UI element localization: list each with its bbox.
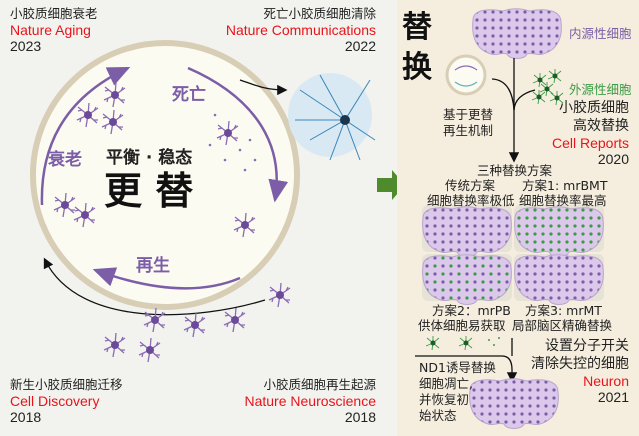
switch-line: 清除失控的细胞 <box>531 356 629 372</box>
stage-regen: 再生 <box>136 256 170 276</box>
exogenous-label: 外源性细胞 <box>569 82 632 97</box>
origin-title: 小胶质细胞再生起源 <box>263 377 376 392</box>
scheme-name: 方案3: mrMT <box>525 303 602 318</box>
scheme-desc: 细胞替换率极低 <box>427 193 515 208</box>
death-year: 2022 <box>344 38 376 54</box>
restored-brain <box>469 378 559 429</box>
scheme-desc: 细胞替换率最高 <box>519 193 607 208</box>
arrow-aging-to-death <box>40 66 131 206</box>
endogenous-label: 内源性细胞 <box>569 26 632 41</box>
switch-line: 设置分子开关 <box>545 338 629 354</box>
brain-traditional <box>422 206 512 257</box>
mechanism-line: 再生机制 <box>443 123 494 138</box>
scheme-name: 方案1: mrBMT <box>522 178 608 193</box>
title-char-2: 换 <box>402 50 432 85</box>
replacement-line: 小胶质细胞 <box>559 100 629 116</box>
cycle-subtitle: 平衡 · 稳态 <box>106 148 193 168</box>
nd1-line: 始状态 <box>419 408 457 423</box>
scheme-desc: 供体细胞易获取 <box>418 318 506 333</box>
death-journal: Nature Communications <box>225 22 376 38</box>
switch-year: 2021 <box>597 389 629 405</box>
mechanism-line: 基于更替 <box>443 107 494 122</box>
migration-journal: Cell Discovery <box>10 393 100 409</box>
aging-journal: Nature Aging <box>10 22 91 38</box>
nd1-line: 细胞凋亡, <box>419 376 473 391</box>
aging-year: 2023 <box>10 38 42 54</box>
origin-year: 2018 <box>344 409 376 425</box>
scheme-name: 方案2：mrPB <box>432 303 511 318</box>
dying-microglia-image <box>288 73 376 161</box>
arrow-death-to-regen <box>187 66 289 203</box>
aging-title: 小胶质细胞衰老 <box>10 6 98 21</box>
origin-journal: Nature Neuroscience <box>244 393 376 409</box>
scheme-name: 传统方案 <box>445 178 496 193</box>
regen-mini-circle <box>445 54 487 96</box>
replacement-journal: Cell Reports <box>551 135 629 151</box>
switch-journal: Neuron <box>583 373 629 389</box>
migration-title: 新生小胶质细胞迁移 <box>10 377 123 392</box>
schemes-title: 三种替换方案 <box>477 163 553 178</box>
cycle-circle <box>30 40 300 310</box>
title-char-1: 替 <box>402 10 432 45</box>
cycle-title: 更 替 <box>104 169 194 213</box>
endogenous-brain <box>472 8 562 59</box>
stage-death: 死亡 <box>172 85 206 105</box>
arrow-regen-to-aging <box>92 267 241 290</box>
replacement-panel: 替 换 内源性细胞 外源性细胞 基于更替 再生机制 小胶质细胞 高效替换 Cel… <box>397 0 639 436</box>
death-title: 死亡小胶质细胞清除 <box>263 6 376 21</box>
nd1-line: 并恢复初 <box>419 392 470 407</box>
nd1-line: ND1诱导替换 <box>419 360 496 375</box>
replacement-line: 高效替换 <box>573 118 629 134</box>
replacement-year: 2020 <box>597 151 629 167</box>
stage-aging: 衰老 <box>48 150 82 170</box>
brain-mrbmt <box>514 206 604 257</box>
migration-year: 2018 <box>10 409 42 425</box>
brain-mrpb <box>422 254 512 305</box>
nd1-cells <box>425 335 500 351</box>
brain-mrmt <box>514 254 604 305</box>
scheme-desc: 局部脑区精确替换 <box>512 318 613 333</box>
